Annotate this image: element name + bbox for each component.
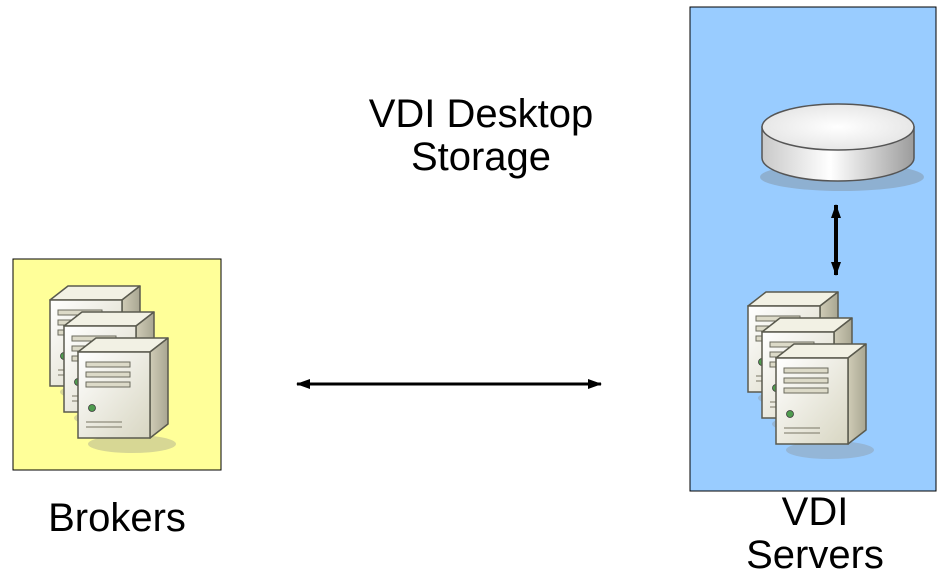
servers-label-line1: VDI [781, 490, 849, 534]
brokers-label: Brokers [48, 496, 186, 540]
storage-label: VDI Desktop Storage [296, 92, 666, 180]
storage-label-line2: Storage [410, 135, 552, 180]
servers-label-line2: Servers [746, 533, 884, 578]
storage-label-line1: VDI Desktop [368, 92, 594, 136]
storage-disk-icon [760, 103, 924, 191]
servers-label: VDI Servers [690, 490, 940, 578]
